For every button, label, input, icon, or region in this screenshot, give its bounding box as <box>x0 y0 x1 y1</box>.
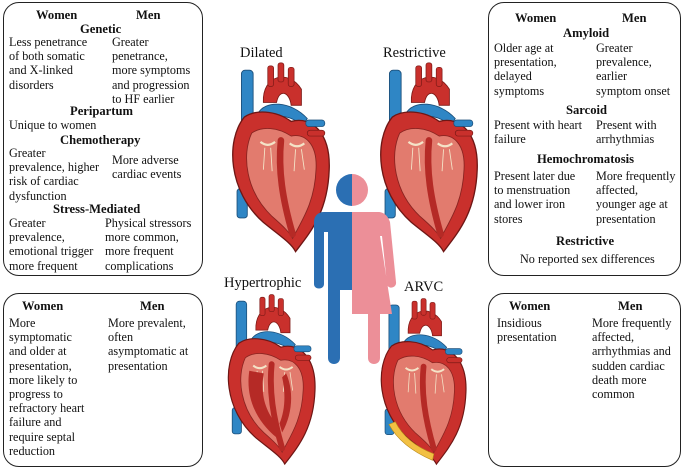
dilated-differences-box <box>3 2 203 276</box>
chemotherapy-heading: Chemotherapy <box>60 133 141 147</box>
hypertrophic-title: Hypertrophic <box>224 275 302 291</box>
genetic-heading: Genetic <box>80 22 122 36</box>
restrictive-subheading: Restrictive <box>556 234 615 248</box>
peripartum-women-text: Unique to women <box>9 118 97 132</box>
dilated-women-header: Women <box>36 8 78 22</box>
restrictive-differences-box <box>488 2 681 276</box>
arvc-women-header: Women <box>509 299 551 313</box>
restrictive-title: Restrictive <box>383 45 446 61</box>
hemochromatosis-heading: Hemochromatosis <box>537 152 635 166</box>
dilated-men-header: Men <box>136 8 161 22</box>
hypertrophic-men-header: Men <box>140 299 165 313</box>
man-icon <box>314 174 352 364</box>
peripartum-heading: Peripartum <box>70 104 133 118</box>
sarcoid-heading: Sarcoid <box>566 103 608 117</box>
arvc-differences-box <box>488 293 681 467</box>
amyloid-heading: Amyloid <box>563 26 610 40</box>
woman-icon <box>352 174 397 364</box>
restrictive-note-text: No reported sex differences <box>520 252 655 266</box>
restrictive-men-header: Men <box>622 11 647 25</box>
hypertrophic-differences-box <box>3 293 203 467</box>
hypertrophic-women-header: Women <box>22 299 64 313</box>
arvc-title: ARVC <box>404 279 444 295</box>
restrictive-women-header: Women <box>515 11 557 25</box>
arvc-heart-illustration <box>356 296 486 468</box>
dilated-title: Dilated <box>240 45 283 61</box>
stress-mediated-heading: Stress-Mediated <box>53 202 141 216</box>
hypertrophic-heart-illustration <box>204 292 334 468</box>
arvc-men-header: Men <box>618 299 643 313</box>
